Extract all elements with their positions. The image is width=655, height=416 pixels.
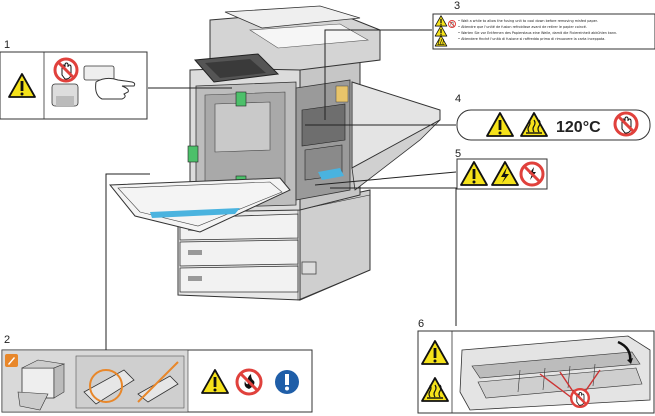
label-3-line-1: • Wait a while to allow the fusing unit … <box>458 19 598 23</box>
toner-detail-illustration <box>75 355 185 409</box>
label-2 <box>1 349 313 413</box>
leader-line-5 <box>314 171 457 186</box>
label-3-line-4: • Attendere finché l'unità di fusione si… <box>458 37 605 41</box>
leader-line-3 <box>324 29 432 120</box>
no-touch-electric-icon <box>519 161 545 187</box>
no-touch-icon <box>570 388 590 408</box>
no-touch-icon <box>613 111 639 137</box>
callout-number-6: 6 <box>418 318 424 330</box>
callout-number-5: 5 <box>455 148 461 160</box>
leader-lines <box>105 29 457 350</box>
callout-number-4: 4 <box>455 93 461 105</box>
fusing-unit-illustration <box>459 335 651 411</box>
label-3-line-2: • Attendre que l'unité de fusion refroid… <box>458 25 587 29</box>
callout-number-3: 3 <box>454 0 460 12</box>
mini-copier-illustration <box>17 359 66 411</box>
label-3-line-3: • Warten Sie vor Entfernen des Papiersta… <box>458 31 617 35</box>
callout-number-2: 2 <box>4 334 10 346</box>
label-5 <box>456 158 548 190</box>
label-3: • Wait a while to allow the fusing unit … <box>432 13 655 50</box>
copier-illustration <box>108 5 441 301</box>
label-4: 120°C <box>456 109 651 141</box>
toner-hand-illustration-icon <box>51 65 136 107</box>
no-touch-icon <box>448 19 456 29</box>
no-touch-icon <box>53 57 79 83</box>
mandatory-action-icon <box>275 370 299 394</box>
leader-line-2 <box>105 173 150 350</box>
no-fire-icon <box>235 368 263 396</box>
label-1 <box>0 51 148 120</box>
temperature-text: 120°C <box>556 119 601 136</box>
callout-number-1: 1 <box>4 39 10 51</box>
label-6 <box>417 330 655 414</box>
leader-line-6 <box>330 187 457 326</box>
